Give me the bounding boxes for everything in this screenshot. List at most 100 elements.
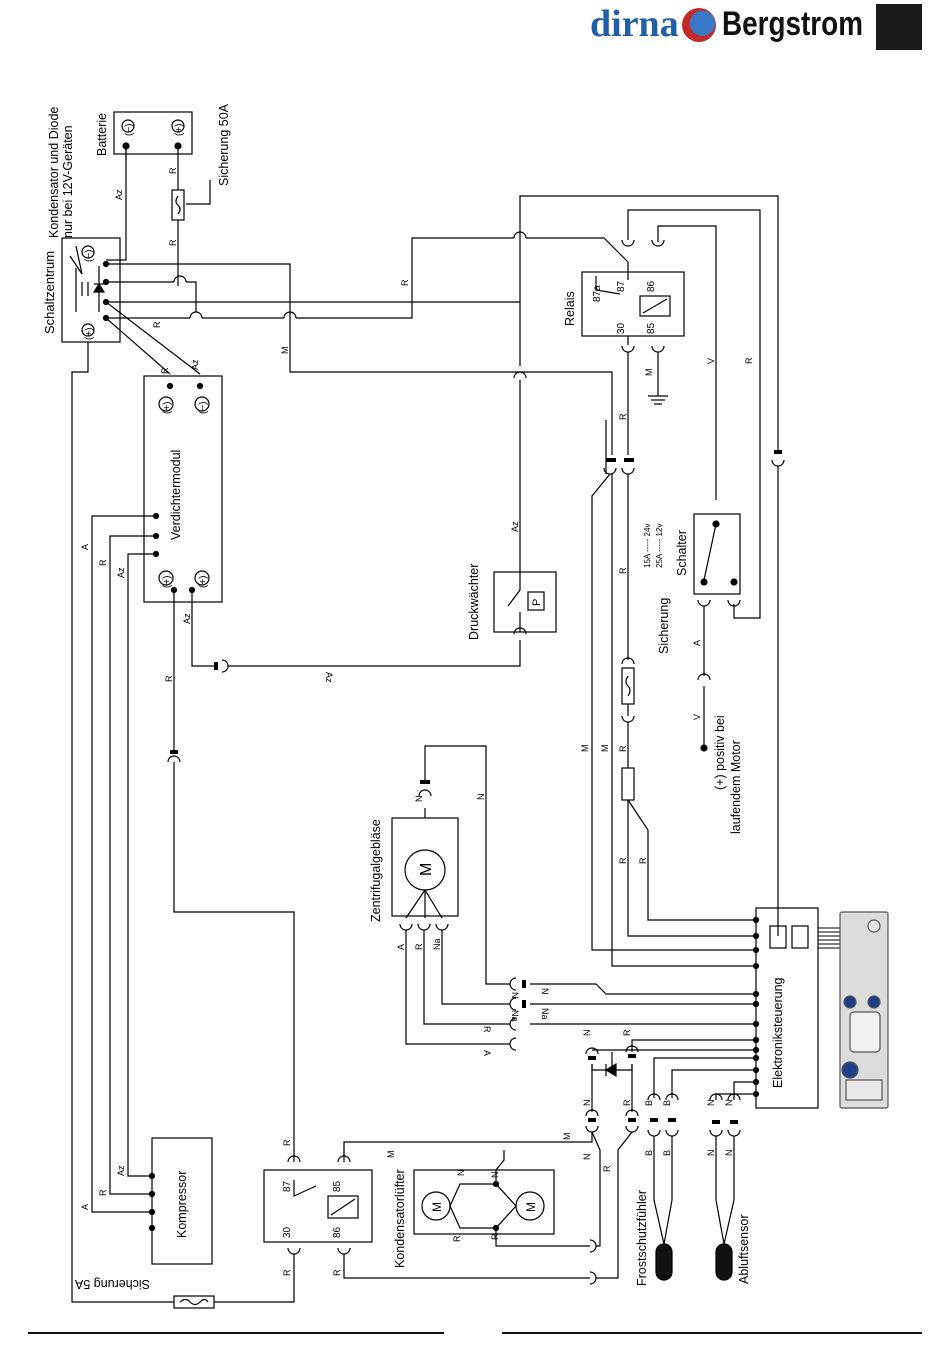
schaltzentrum-label: Schaltzentrum — [42, 251, 57, 334]
schaltzentrum-minus-label: (−) — [84, 250, 95, 263]
brand-square — [876, 4, 922, 50]
relay2-85-label: 85 — [332, 1180, 343, 1192]
wire-code-r-19: R — [452, 1235, 462, 1242]
wire-code-r-22: R — [282, 1269, 292, 1276]
wire-code-n-9: N — [582, 1154, 592, 1161]
schaltzentrum-plus-terminal — [81, 323, 95, 337]
wire-code-az-6: Az — [510, 521, 520, 532]
relay-85-label: 85 — [646, 322, 657, 334]
positiv-line1: (+) positiv bei — [713, 715, 727, 790]
schalter-label: Schalter — [675, 530, 689, 576]
wire-code-b-1: B — [644, 1100, 654, 1106]
wire-code-na-3: Na — [540, 1008, 550, 1020]
relay-87-label: 87 — [616, 280, 627, 292]
relay-86-label: 86 — [646, 280, 657, 292]
wire-code-r-17: R — [622, 1099, 632, 1106]
wire-code-r-4: R — [400, 279, 410, 286]
header: dirna Bergstrom — [0, 0, 950, 60]
sicherung-label: Sicherung — [657, 598, 671, 654]
wire-code-v-1: V — [706, 358, 716, 364]
relais-2-box — [263, 1169, 373, 1243]
wire-code-r-20: R — [490, 1233, 500, 1240]
brand-bergstrom: Bergstrom — [722, 5, 863, 43]
abluftsensor-label: Abluftsensor — [737, 1215, 751, 1284]
wire-code-n-2: N — [476, 794, 486, 801]
elektroniksteuerung-label: Elektroniksteuerung — [771, 977, 785, 1088]
fuse-ratings-line2: 25A ----- 12v — [655, 524, 664, 568]
wire-code-r-7: R — [164, 675, 174, 682]
abluftsensor-sensor — [715, 1243, 733, 1281]
wire-code-az-7: Az — [116, 1165, 126, 1176]
verdichter-plus-bottom-1: (+) — [162, 576, 173, 589]
wire-code-a-1: A — [80, 544, 90, 550]
sicherung-50a-label: Sicherung 50A — [217, 103, 231, 186]
wire-code-r-1: R — [168, 167, 178, 174]
relay2-87-label: 87 — [282, 1180, 293, 1192]
kondensator-note-line1: Kondensator und Diode — [47, 107, 61, 238]
wire-code-a-4: A — [482, 1050, 492, 1056]
batterie-minus-label: (−) — [124, 124, 135, 137]
batterie-plus-label: (+) — [174, 124, 185, 137]
wire-code-n-3: N — [510, 992, 520, 999]
wire-code-n-12: N — [456, 1170, 466, 1177]
schaltzentrum-plus-label: (+) — [84, 328, 95, 341]
wire-code-az-4: Az — [182, 613, 192, 624]
wire-code-n-13: N — [490, 1172, 500, 1179]
wire-code-n-6: N — [582, 1100, 592, 1107]
zentrifugalgeblaese-label: Zentrifugalgebläse — [369, 819, 383, 922]
wire-code-r-6: R — [98, 559, 108, 566]
wire-code-v-2: V — [692, 714, 702, 720]
wire-code-m-1: M — [280, 347, 290, 355]
relais-box — [581, 271, 685, 337]
footer-line-right — [502, 1332, 922, 1334]
wire-code-m-4: M — [600, 745, 610, 753]
druckwaechter-label: Druckwächter — [467, 564, 481, 640]
luefter-motor-1-label: M — [430, 1202, 444, 1212]
wire-code-az-3: Az — [116, 567, 126, 578]
wire-code-na-2: Na — [510, 1010, 520, 1022]
verdichter-minus-top: (−) — [198, 402, 209, 415]
wire-code-m-2: M — [644, 369, 654, 377]
wire-code-a-2: A — [692, 640, 702, 646]
wire-code-az-2: Az — [190, 359, 200, 370]
frostschutzfuehler-sensor — [655, 1243, 673, 1281]
verdichtermodul-box — [143, 375, 223, 603]
wire-code-r-18: R — [602, 1165, 612, 1172]
verdichter-plus-bottom-2: (+) — [198, 576, 209, 589]
wire-code-m-5: M — [562, 1133, 572, 1141]
wire-code-n-4: N — [540, 988, 550, 995]
kompressor-label: Kompressor — [175, 1171, 189, 1238]
snowflake-logo-icon — [682, 8, 716, 42]
kondensator-note-line2: nur bei 12V-Geräten — [61, 125, 75, 238]
schaltzentrum-minus-terminal — [81, 245, 95, 259]
druckwaechter-box — [493, 571, 557, 633]
druckwaechter-p-label: P — [531, 599, 543, 606]
frostschutzfuehler-label: Frostschutzfühler — [635, 1190, 649, 1286]
wire-code-r-16: R — [622, 1029, 632, 1036]
wire-code-r-14: R — [414, 943, 424, 950]
wire-code-r-8: R — [744, 357, 754, 364]
wire-code-m-3: M — [580, 745, 590, 753]
schalter-box — [693, 513, 741, 595]
wire-code-n-5: N — [582, 1030, 592, 1037]
wire-code-b-3: B — [644, 1150, 654, 1156]
wire-code-r-3: R — [152, 321, 162, 328]
luefter-motor-2-label: M — [524, 1202, 538, 1212]
positiv-line2: laufendem Motor — [729, 740, 743, 834]
footer-line-left — [28, 1332, 444, 1334]
schaltzentrum-box — [61, 237, 121, 343]
wire-code-r-11: R — [618, 745, 628, 752]
wire-code-r-5: R — [160, 367, 170, 374]
sicherung-5a-label: Sicherung 5A — [74, 1277, 150, 1291]
verdichter-plus-top: (+) — [162, 402, 173, 415]
fuse-ratings-line1: 15A ----- 24v — [643, 524, 652, 568]
sicherung-5a-fuse — [173, 1295, 215, 1309]
elektroniksteuerung-box — [755, 907, 819, 1109]
relay2-86-label: 86 — [332, 1226, 343, 1238]
relay-30-label: 30 — [616, 322, 627, 334]
relais-label: Relais — [563, 291, 577, 326]
wire-code-a-5: A — [80, 1204, 90, 1210]
wire-code-n-1: N — [414, 796, 424, 803]
wire-code-n-10: N — [706, 1150, 716, 1157]
